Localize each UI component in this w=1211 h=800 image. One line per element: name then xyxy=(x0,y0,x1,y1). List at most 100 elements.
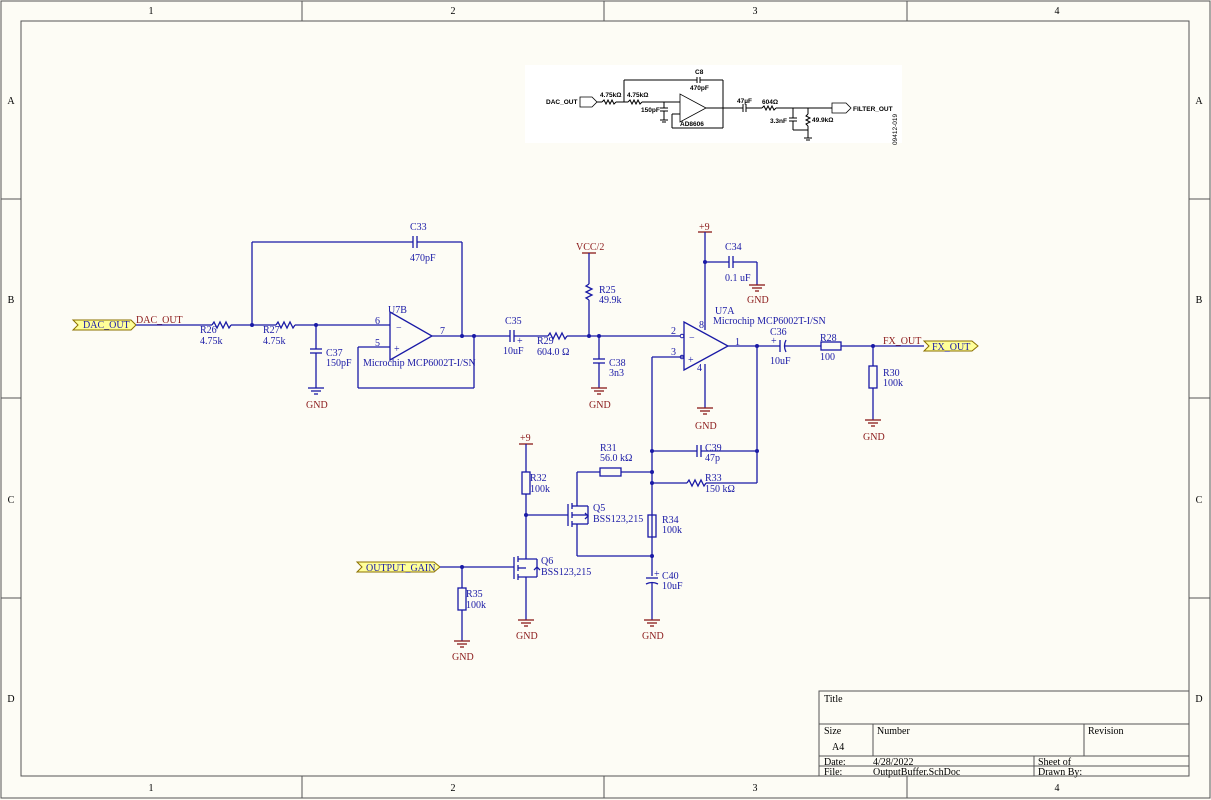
u7a-pin2: 2 xyxy=(671,326,676,337)
gnd-symbol-c40 xyxy=(644,619,660,627)
reference-filter-diagram: DAC_OUT 4.75kΩ 4.75kΩ C8 470pF 150pF AD8… xyxy=(525,65,902,145)
sheet-label: Sheet of xyxy=(1038,757,1072,768)
col-label-4-top: 4 xyxy=(1055,6,1060,17)
r29-value: 604.0 Ω xyxy=(537,347,569,358)
r30-resistor xyxy=(868,365,878,389)
file-label: File: xyxy=(824,767,842,778)
c34-value: 0.1 uF xyxy=(725,273,751,284)
r30-label: R30 xyxy=(883,368,900,379)
svg-text:+: + xyxy=(771,336,777,347)
dac-out-net-label: DAC_OUT xyxy=(136,315,183,326)
c33-label: C33 xyxy=(410,222,427,233)
fx-out-port[interactable] xyxy=(922,340,979,352)
svg-text:−: − xyxy=(396,323,402,334)
c39-value: 47p xyxy=(705,453,720,464)
r33-label: R33 xyxy=(705,473,722,484)
r34-label: R34 xyxy=(662,515,679,526)
gnd-symbol-c38 xyxy=(591,387,607,395)
r35-resistor xyxy=(457,587,467,611)
ref-dac-label: DAC_OUT xyxy=(546,99,577,106)
r25-value: 49.9k xyxy=(599,295,622,306)
date-label: Date: xyxy=(824,757,846,768)
row-label-b-left: B xyxy=(8,295,15,306)
u7b-opamp xyxy=(389,310,434,362)
revision-label: Revision xyxy=(1088,726,1124,737)
ref-r604-label: 604Ω xyxy=(762,99,778,106)
r31-value: 56.0 kΩ xyxy=(600,453,632,464)
ref-r499-label: 49.9kΩ xyxy=(812,117,833,124)
ref-c33-label: 3.3nF xyxy=(770,118,787,125)
r28-value: 100 xyxy=(820,352,835,363)
ref-r2 xyxy=(627,98,643,106)
row-label-a-right: A xyxy=(1195,96,1203,107)
q5-mosfet xyxy=(567,503,589,528)
dac-out-port[interactable] xyxy=(71,319,137,331)
gnd-symbol-c34 xyxy=(749,284,765,292)
r34-value: 100k xyxy=(662,525,682,536)
c37-value: 150pF xyxy=(326,358,352,369)
gnd-symbol-r30 xyxy=(865,419,881,427)
ref-c8-value: 470pF xyxy=(690,85,709,92)
c38-label: C38 xyxy=(609,358,626,369)
r32-value: 100k xyxy=(530,484,550,495)
r25-resistor xyxy=(584,283,594,301)
ref-filter-label: FILTER_OUT xyxy=(853,106,893,113)
u7a-opamp xyxy=(683,320,730,372)
u7b-pin5: 5 xyxy=(375,338,380,349)
u7a-pin3: 3 xyxy=(671,347,676,358)
gnd-symbol-c37 xyxy=(308,387,324,395)
ref-r604 xyxy=(761,104,777,112)
svg-text:+: + xyxy=(517,336,523,347)
title-block: Title Size A4 Number Revision Date: 4/28… xyxy=(818,690,1190,778)
c38-value: 3n3 xyxy=(609,368,624,379)
u7b-pin6: 6 xyxy=(375,316,380,327)
c34-label: C34 xyxy=(725,242,742,253)
r26-resistor xyxy=(211,320,232,330)
c40-value: 10uF xyxy=(662,581,683,592)
gnd-symbol-u7a xyxy=(697,407,713,415)
r27-value: 4.75k xyxy=(263,336,286,347)
r31-label: R31 xyxy=(600,443,617,454)
svg-text:+: + xyxy=(688,355,694,366)
r31-resistor xyxy=(599,467,622,477)
q5-value: BSS123,215 xyxy=(593,514,643,525)
r25-label: R25 xyxy=(599,285,616,296)
r26-value: 4.75k xyxy=(200,336,223,347)
c37-label: C37 xyxy=(326,348,343,359)
u7a-pin8: 8 xyxy=(699,320,704,331)
r32-resistor xyxy=(521,471,531,495)
vcc2-label: VCC/2 xyxy=(576,242,604,253)
row-label-c-left: C xyxy=(8,495,15,506)
c36-label: C36 xyxy=(770,327,787,338)
output-gain-port[interactable] xyxy=(355,561,441,573)
gnd-label-r35: GND xyxy=(452,652,474,663)
fx-out-port-label: FX_OUT xyxy=(932,342,970,353)
r29-label: R29 xyxy=(537,336,554,347)
c33-value: 470pF xyxy=(410,253,436,264)
p9-label-u7a: +9 xyxy=(699,222,710,233)
r27-resistor xyxy=(275,320,296,330)
row-label-b-right: B xyxy=(1196,295,1203,306)
size-value: A4 xyxy=(832,742,844,753)
row-label-a-left: A xyxy=(7,96,15,107)
col-label-3-bottom: 3 xyxy=(753,783,758,794)
c36-value: 10uF xyxy=(770,356,791,367)
r35-value: 100k xyxy=(466,600,486,611)
u7a-value: Microchip MCP6002T-I/SN xyxy=(713,316,826,327)
gnd-label-c37: GND xyxy=(306,400,328,411)
drawn-by-label: Drawn By: xyxy=(1038,767,1082,778)
gnd-label-u7a: GND xyxy=(695,421,717,432)
r26-label: R26 xyxy=(200,325,217,336)
size-label: Size xyxy=(824,726,842,737)
r28-label: R28 xyxy=(820,333,837,344)
q6-value: BSS123,215 xyxy=(541,567,591,578)
u7a-label: U7A xyxy=(715,306,735,317)
ref-r2-label: 4.75kΩ xyxy=(627,92,648,99)
u7b-label: U7B xyxy=(388,305,407,316)
gnd-label-r30: GND xyxy=(863,432,885,443)
dac-out-port-label: DAC_OUT xyxy=(83,320,130,331)
c35-label: C35 xyxy=(505,316,522,327)
col-label-1-top: 1 xyxy=(149,6,154,17)
gnd-label-q6: GND xyxy=(516,631,538,642)
output-gain-port-label: OUTPUT_GAIN xyxy=(366,563,435,574)
